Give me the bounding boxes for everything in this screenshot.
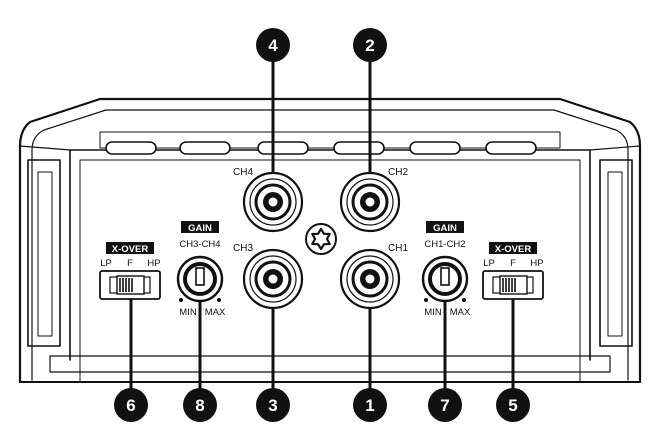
xover-header-left: X-OVER — [106, 242, 154, 255]
gain-header-right: GAIN — [426, 221, 464, 234]
vent-slot — [333, 141, 385, 155]
vent-slot — [257, 141, 309, 155]
label-ch2: CH2 — [388, 167, 408, 178]
svg-text:5: 5 — [508, 396, 517, 415]
vent-slot — [409, 141, 461, 155]
amplifier-housing — [18, 97, 642, 384]
svg-text:X-OVER: X-OVER — [112, 244, 149, 255]
label-ch3: CH3 — [233, 243, 253, 254]
gain-knob-left[interactable] — [176, 255, 224, 303]
svg-text:6: 6 — [126, 396, 135, 415]
gain-right-channels: CH1-CH2 — [424, 239, 465, 250]
xover-left-hp: HP — [147, 258, 160, 269]
vent-slot — [485, 141, 537, 155]
gain-right-min-dot — [424, 298, 428, 302]
xover-header-right: X-OVER — [489, 242, 537, 255]
star-screw-icon — [305, 223, 337, 255]
xover-right-hp: HP — [530, 258, 543, 269]
callout-8: 8 — [183, 388, 217, 422]
callout-7: 7 — [428, 388, 462, 422]
svg-text:7: 7 — [440, 396, 449, 415]
gain-right-min-label: MIN — [424, 307, 442, 318]
svg-text:8: 8 — [195, 396, 204, 415]
svg-text:GAIN: GAIN — [188, 223, 212, 234]
callout-3: 3 — [256, 388, 290, 422]
xover-right-lp: LP — [483, 258, 495, 269]
rca-jack-ch1[interactable] — [339, 248, 401, 310]
svg-text:3: 3 — [268, 396, 277, 415]
xover-right-f: F — [510, 258, 516, 269]
gain-header-left: GAIN — [181, 221, 219, 234]
gain-right-max-dot — [462, 298, 466, 302]
vent-slot — [105, 141, 157, 155]
callout-4: 4 — [256, 28, 290, 62]
svg-text:1: 1 — [365, 396, 374, 415]
xover-left-lp: LP — [100, 258, 112, 269]
callout-6: 6 — [114, 388, 148, 422]
gain-left-max-label: MAX — [205, 307, 226, 318]
rca-jack-ch4[interactable] — [242, 171, 304, 233]
vent-slots — [105, 141, 537, 155]
callout-1: 1 — [353, 388, 387, 422]
gain-left-min-label: MIN — [179, 307, 197, 318]
svg-text:X-OVER: X-OVER — [495, 244, 532, 255]
label-ch1: CH1 — [388, 243, 408, 254]
svg-text:4: 4 — [268, 36, 278, 55]
svg-text:2: 2 — [365, 36, 374, 55]
xover-left-f: F — [127, 258, 133, 269]
svg-text:GAIN: GAIN — [433, 223, 457, 234]
rca-jack-ch3[interactable] — [242, 248, 304, 310]
gain-left-min-dot — [179, 298, 183, 302]
xover-switch-left[interactable] — [99, 270, 161, 300]
callout-5: 5 — [496, 388, 530, 422]
rca-jack-ch2[interactable] — [339, 171, 401, 233]
label-ch4: CH4 — [233, 167, 253, 178]
vent-slot — [179, 141, 231, 155]
gain-left-max-dot — [217, 298, 221, 302]
gain-knob-right[interactable] — [421, 255, 469, 303]
gain-right-max-label: MAX — [450, 307, 471, 318]
gain-left-channels: CH3-CH4 — [179, 239, 220, 250]
xover-switch-right[interactable] — [482, 270, 544, 300]
callout-2: 2 — [353, 28, 387, 62]
